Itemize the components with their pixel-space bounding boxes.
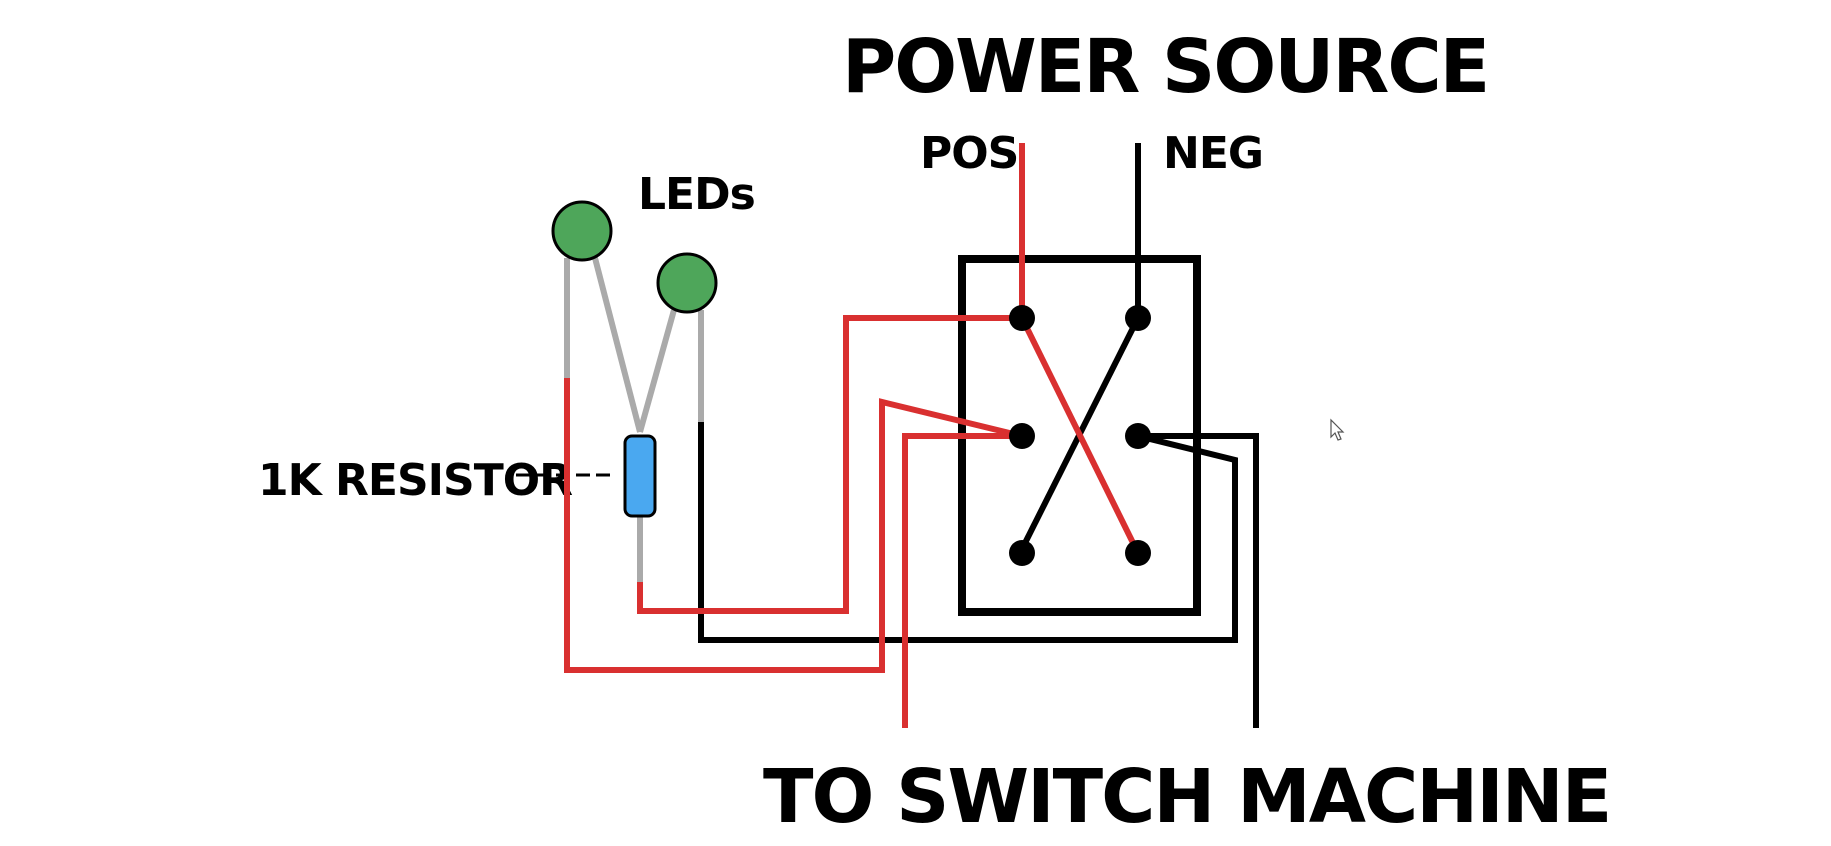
led-leads xyxy=(564,257,704,582)
terminal-bottom-left xyxy=(1009,540,1035,566)
switch-terminals xyxy=(1009,305,1151,566)
led-2 xyxy=(656,252,718,314)
mouse-pointer-icon xyxy=(1330,418,1345,441)
neg-label: NEG xyxy=(1163,128,1263,179)
terminal-middle-right xyxy=(1125,423,1151,449)
to-switch-machine-label: TO SWITCH MACHINE xyxy=(763,754,1610,840)
terminal-top-right xyxy=(1125,305,1151,331)
leds-label: LEDs xyxy=(638,169,755,220)
terminal-bottom-right xyxy=(1125,540,1151,566)
resistor xyxy=(623,434,657,518)
terminal-middle-left xyxy=(1009,423,1035,449)
power-source-label: POWER SOURCE xyxy=(842,24,1488,110)
led-1 xyxy=(551,200,613,262)
terminal-top-left xyxy=(1009,305,1035,331)
pos-label: POS xyxy=(920,128,1018,179)
resistor-label: 1K RESISTOR xyxy=(258,455,572,506)
positive-wires xyxy=(564,143,1141,728)
